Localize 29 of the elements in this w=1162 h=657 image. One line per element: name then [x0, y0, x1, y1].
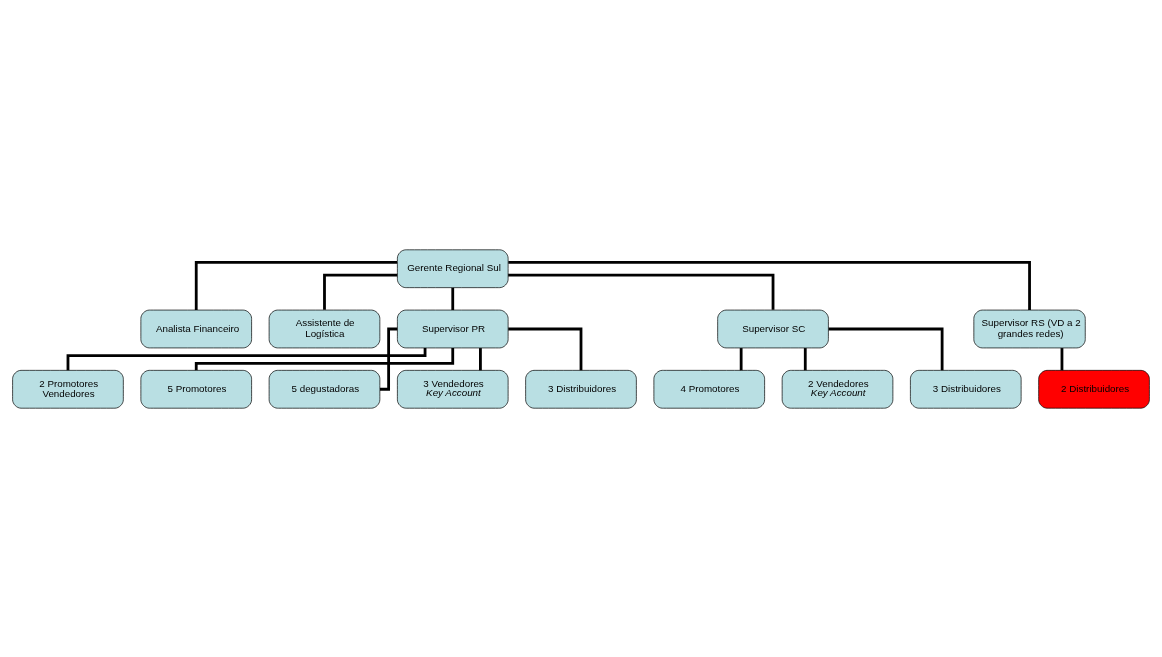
node-box: Gerente Regional Sul — [397, 248, 509, 288]
node-box: Analista Financeiro — [140, 309, 252, 348]
node-box: 5 degustadoras — [268, 369, 381, 409]
connector — [479, 347, 482, 370]
connector — [323, 273, 398, 310]
node-box: 3 Distribuidores — [910, 369, 1022, 409]
connector — [739, 347, 743, 370]
connector — [803, 347, 807, 370]
connector — [508, 327, 583, 370]
node-box: Supervisor RS (VD a 2 grandes redes) — [973, 309, 1086, 348]
connector — [828, 327, 944, 370]
connector — [379, 327, 398, 391]
connector — [451, 287, 455, 310]
connector — [508, 273, 775, 310]
node-box: Supervisor PR — [397, 309, 509, 348]
connector — [66, 347, 427, 370]
node-box: 3 Vendedores Key Account — [397, 369, 509, 409]
connector — [194, 260, 398, 310]
connector — [1060, 347, 1064, 370]
node-box: Assistente de Logística — [268, 309, 381, 348]
node-box: Supervisor SC — [717, 309, 829, 348]
connector — [194, 347, 455, 370]
node-box: 4 Promotores — [653, 369, 765, 409]
node-box: 5 Promotores — [140, 369, 252, 409]
node-box: 2 Promotores Vendedores — [12, 369, 124, 409]
node-box: 2 Vendedores Key Account — [781, 369, 894, 409]
connector — [508, 260, 1031, 310]
node-box: 2 Distribuidores — [1038, 369, 1150, 409]
node-box: 3 Distribuidores — [525, 369, 637, 409]
